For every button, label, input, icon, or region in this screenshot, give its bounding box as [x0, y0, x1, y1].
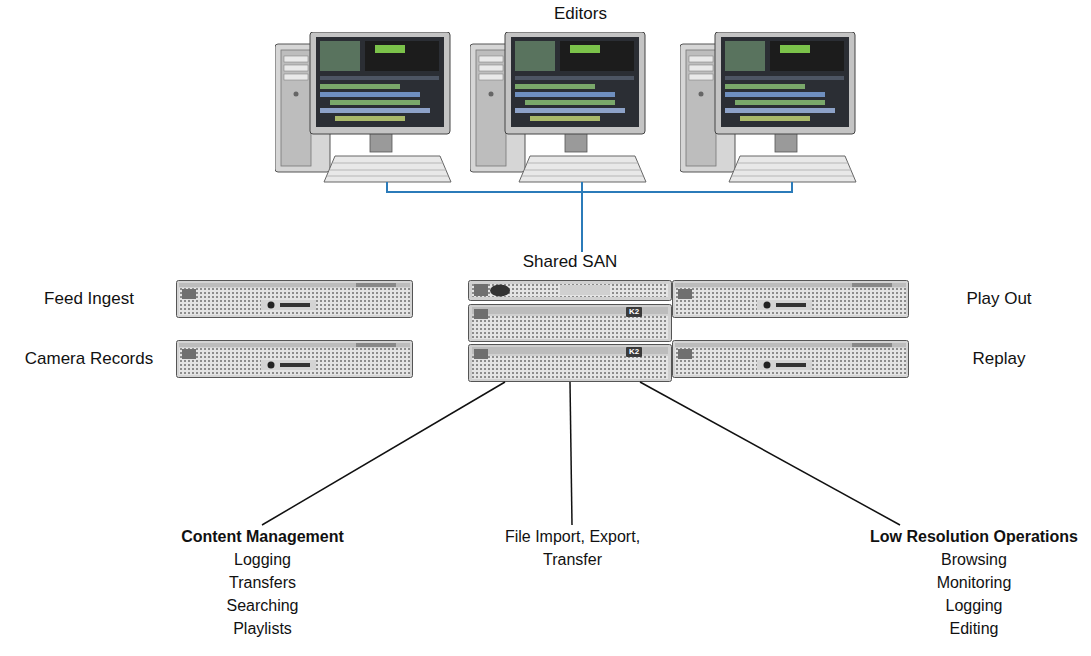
node-heading: Shared SAN: [468, 252, 672, 272]
node-heading: File Import, Export, Transfer: [490, 525, 655, 571]
node-text: Monitoring: [862, 571, 1086, 594]
node-heading: Camera Records: [25, 349, 154, 369]
connector-line: [262, 382, 505, 525]
function-group: File Import, Export, Transfer: [490, 525, 655, 571]
function-group: Content ManagementLoggingTransfersSearch…: [140, 525, 385, 640]
connector-line: [570, 382, 572, 525]
server-unit: Replay: [672, 340, 1086, 378]
connector-line: [640, 382, 900, 525]
node-heading: Replay: [973, 349, 1026, 369]
node-text: Logging: [862, 594, 1086, 617]
brand-badge: K2: [626, 307, 642, 317]
node-text: Playlists: [140, 617, 385, 640]
brand-badge: K2: [626, 347, 642, 357]
function-group: Low Resolution OperationsBrowsingMonitor…: [862, 525, 1086, 640]
node-heading: Feed Ingest: [44, 289, 134, 309]
node-heading: Content Management: [140, 525, 385, 548]
node-text: Transfers: [140, 571, 385, 594]
node-text: Browsing: [862, 548, 1086, 571]
node-heading: Play Out: [966, 289, 1031, 309]
server-unit: Camera Records: [10, 340, 413, 378]
node-heading: Low Resolution Operations: [862, 525, 1086, 548]
server-unit: Play Out: [672, 280, 1086, 318]
server-unit: Feed Ingest: [10, 280, 413, 318]
node-text: Searching: [140, 594, 385, 617]
node-text: Editing: [862, 617, 1086, 640]
connector-line: [581, 192, 583, 252]
workstation-group: Editors: [268, 4, 853, 192]
node-heading: Editors: [308, 4, 853, 24]
san-storage: Shared SAN: [468, 252, 672, 382]
node-text: Logging: [140, 548, 385, 571]
